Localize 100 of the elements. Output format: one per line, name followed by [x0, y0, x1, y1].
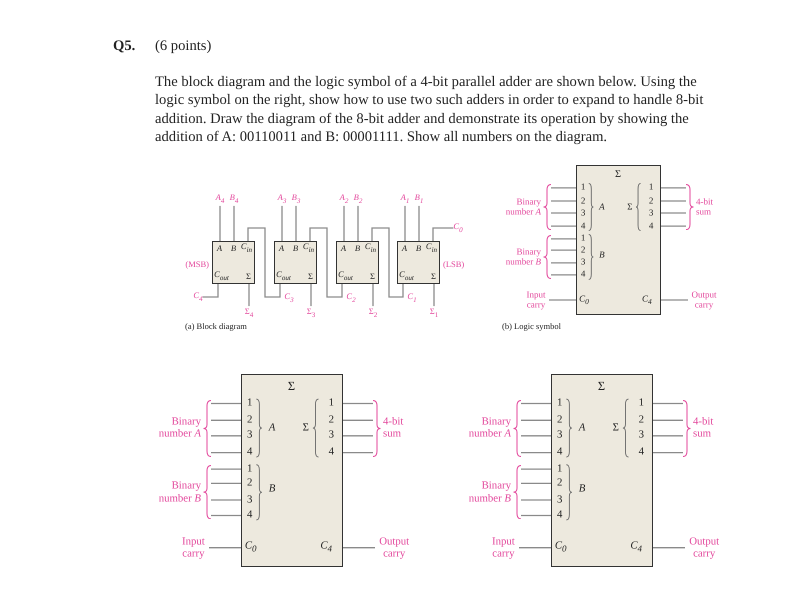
question-number: Q5. [113, 38, 136, 55]
adder-symbol-box [576, 165, 661, 315]
position-label: (LSB) [443, 259, 464, 269]
wire [551, 274, 576, 276]
wire [661, 187, 686, 189]
wire [209, 547, 241, 548]
wire [653, 402, 683, 404]
output-group-label: 4-bit sum [693, 416, 714, 440]
port-label: C$_{in}$ [426, 242, 438, 254]
wire [295, 206, 297, 241]
pin-number: 4 [556, 510, 562, 520]
carry-in-label: C$_{0}$ [453, 221, 463, 235]
pin-number: 3 [580, 208, 586, 217]
full-adder-box [212, 241, 255, 284]
wire [343, 206, 345, 241]
wire [661, 299, 688, 301]
wire [521, 499, 551, 501]
wire [247, 227, 281, 298]
pin-number: 2 [556, 478, 562, 488]
port-label: C$_{4}$ [642, 294, 652, 306]
input-group-label: Binary number B [504, 246, 541, 268]
port-label: B [416, 243, 422, 252]
pin-number: 4 [580, 270, 586, 279]
wire [372, 284, 374, 306]
wire [219, 206, 221, 241]
wire [432, 227, 454, 241]
wire [551, 249, 576, 251]
input-group-label: Binary number B [158, 480, 201, 505]
wire [211, 482, 241, 484]
wire [521, 420, 551, 421]
port-label: C$_{in}$ [364, 242, 376, 254]
wire [202, 284, 219, 298]
carry-label: Output carry [375, 535, 414, 560]
wire [343, 452, 373, 454]
port-label: C$_{4}$ [630, 540, 642, 554]
wire [281, 206, 283, 241]
pin-number: 4 [648, 221, 654, 230]
wire [519, 547, 551, 548]
wire [418, 206, 420, 241]
sum-output-label: Σ$_{1}$ [430, 306, 438, 320]
wire [211, 468, 241, 470]
pin-number: 1 [246, 463, 252, 474]
wire [661, 212, 686, 214]
pin-number: 4 [246, 510, 252, 520]
wire [661, 200, 686, 202]
wire [549, 299, 576, 301]
port-label: C$_{0}$ [579, 294, 589, 306]
full-adder-box [274, 241, 317, 284]
pin-number: 2 [580, 245, 586, 254]
input-group-label: Binary number A [468, 416, 511, 440]
full-adder-box [336, 241, 379, 284]
pin-number: 3 [328, 430, 334, 441]
wire [310, 284, 312, 306]
port-label: C$_{out}$ [399, 270, 414, 282]
pin-number: 3 [246, 430, 252, 441]
pin-number: 3 [648, 208, 654, 217]
wire [211, 514, 241, 516]
sum-symbol: Σ [288, 380, 296, 393]
input-group-label: Binary number B [468, 480, 511, 505]
pin-number: 1 [580, 234, 586, 243]
port-label: C$_{in}$ [240, 242, 252, 254]
port-label: Σ [246, 271, 251, 280]
port-label: B [354, 243, 360, 252]
wire [248, 284, 250, 306]
wire [521, 402, 551, 404]
pin-number: 1 [638, 398, 644, 408]
sum-output-label: Σ$_{2}$ [368, 306, 378, 320]
sum-output-label: Σ$_{3}$ [306, 306, 316, 320]
adder-symbol-box [241, 374, 343, 567]
wire [357, 206, 359, 241]
port-label: A [578, 422, 586, 433]
port-label: C$_{out}$ [214, 270, 229, 282]
wire [521, 482, 551, 484]
carry-label: Input carry [523, 290, 549, 310]
sum-symbol: Σ [612, 422, 619, 433]
carry-label: Output carry [688, 290, 720, 310]
input-label: B$_{4}$ [230, 192, 238, 206]
wire [211, 435, 241, 436]
wire [653, 435, 683, 436]
pin-number: 2 [328, 414, 334, 426]
pin-number: 4 [580, 221, 586, 230]
edge-label: C$_{3}$ [284, 292, 294, 304]
port-label: Σ [431, 271, 436, 280]
adder-symbol-box [551, 374, 653, 567]
wire [551, 187, 576, 189]
port-label: C$_{4}$ [320, 540, 332, 554]
input-label: A$_{3}$ [278, 192, 286, 206]
port-label: C$_{out}$ [338, 270, 353, 282]
wire [653, 452, 683, 454]
position-label: (MSB) [185, 259, 209, 269]
sum-symbol: Σ [614, 169, 622, 180]
wire [521, 452, 551, 454]
pin-number: 4 [638, 446, 644, 458]
wire [343, 435, 373, 436]
input-label: A$_{2}$ [340, 192, 348, 206]
pin-number: 2 [580, 196, 586, 205]
pin-number: 3 [556, 430, 562, 441]
wire [551, 200, 576, 202]
wire [343, 420, 373, 421]
port-label: B [599, 250, 605, 259]
